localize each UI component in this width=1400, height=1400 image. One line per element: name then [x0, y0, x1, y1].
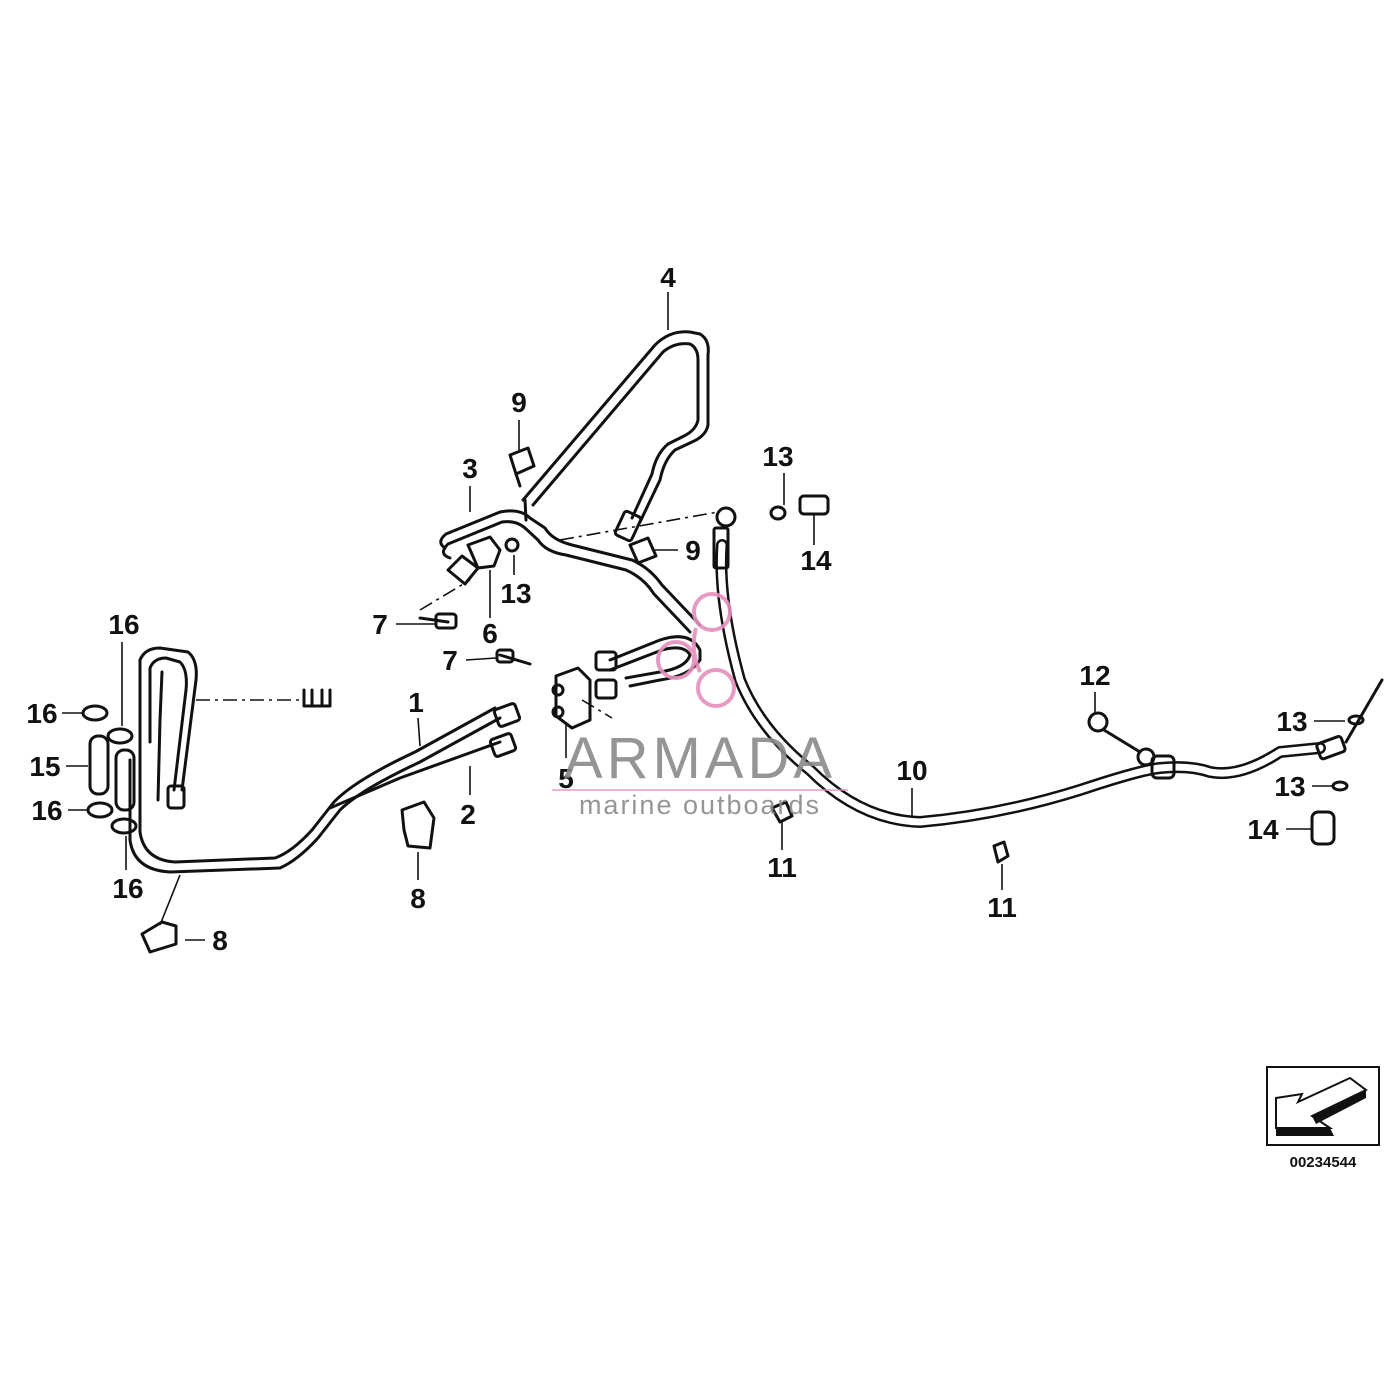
washer-13-right-b [1331, 780, 1349, 792]
bracket-8-center [400, 800, 436, 850]
brake-line-3 [439, 498, 702, 634]
callout-3: 3 [462, 453, 478, 484]
distributor-5 [551, 666, 592, 730]
callout-13-right-b: 13 [1274, 771, 1305, 802]
callout-16-c: 16 [31, 795, 62, 826]
orientation-box [1266, 1066, 1380, 1146]
watermark: ARMADA marine outboards [552, 592, 848, 820]
callout-5: 5 [558, 763, 574, 794]
clip-11-right [992, 840, 1010, 864]
brake-line-2 [138, 706, 518, 864]
bolt-7-center [495, 648, 532, 666]
callout-15: 15 [29, 751, 60, 782]
callout-8-center: 8 [410, 883, 426, 914]
bolt-7-left [418, 612, 458, 630]
bolt-14-right [1310, 810, 1336, 846]
brake-line-1 [128, 702, 522, 874]
clip-11-center [770, 800, 794, 824]
clip-9-top [508, 446, 536, 488]
callout-9-top: 9 [511, 387, 527, 418]
callout-11-right: 11 [987, 892, 1017, 923]
callout-6: 6 [482, 618, 498, 649]
watermark-subtitle: marine outboards [579, 790, 821, 820]
callout-4: 4 [660, 262, 676, 293]
oring-16-d [110, 817, 138, 835]
bracket-8-left [140, 920, 178, 954]
sleeve-15 [88, 734, 136, 812]
washer-13-right-a [1347, 714, 1365, 726]
callout-14-top: 14 [800, 545, 832, 576]
washer-13-top [769, 505, 787, 521]
callout-13-top: 13 [762, 441, 793, 472]
callout-11-center: 11 [767, 852, 797, 883]
oring-16-b [106, 727, 134, 745]
oring-16-a [81, 704, 109, 722]
leader-lines [62, 292, 1345, 941]
callout-1: 1 [408, 687, 424, 718]
callout-12: 12 [1079, 660, 1110, 691]
callout-13-right-a: 13 [1276, 706, 1307, 737]
callout-16-bottom: 16 [112, 873, 143, 904]
callout-8-left: 8 [212, 925, 228, 956]
diagram-id: 00234544 [1290, 1154, 1357, 1171]
bolt-12 [1087, 711, 1142, 754]
watermark-title: ARMADA [564, 726, 836, 791]
brake-hose-10 [712, 506, 1384, 828]
callout-7-center: 7 [442, 645, 458, 676]
bolt-14-top [798, 494, 830, 516]
brake-line-4 [521, 330, 710, 543]
watermark-logo [656, 592, 736, 708]
clip-9-right [628, 536, 658, 565]
callout-16-a: 16 [26, 698, 57, 729]
callout-7-left: 7 [372, 609, 388, 640]
arrow-icon [1275, 1076, 1368, 1136]
callout-2: 2 [460, 799, 476, 830]
distributor-6 [446, 535, 520, 586]
callout-9-right: 9 [685, 535, 701, 566]
callout-14-right: 14 [1247, 814, 1279, 845]
line-bundle-left [138, 646, 198, 810]
oring-16-c [86, 801, 114, 819]
clip-w-left [302, 688, 332, 708]
callout-16-top: 16 [108, 609, 139, 640]
callout-13-center: 13 [500, 578, 531, 609]
callout-10: 10 [896, 755, 927, 786]
